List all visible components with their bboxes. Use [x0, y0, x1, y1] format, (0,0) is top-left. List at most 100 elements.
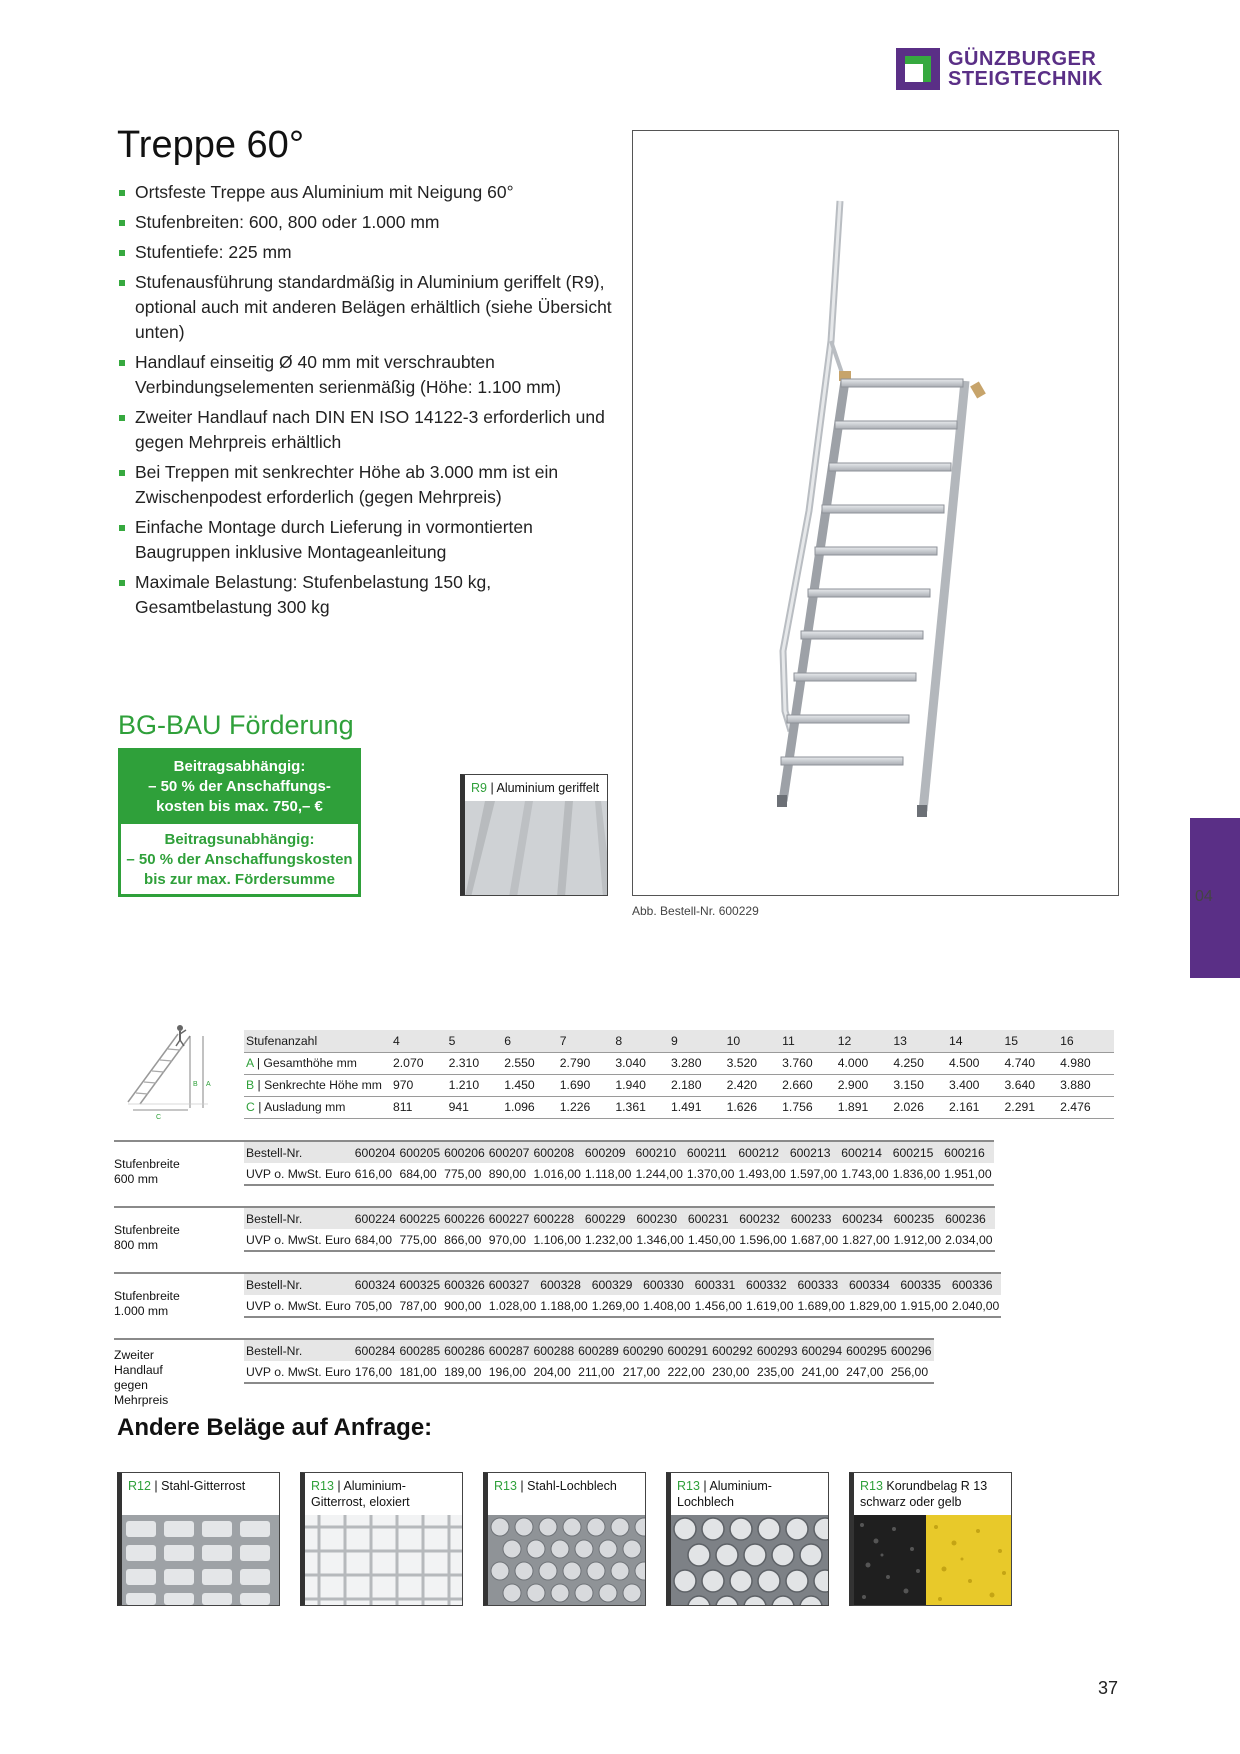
- spec-cell: 941: [446, 1096, 503, 1119]
- price-cell: 196,00: [486, 1361, 532, 1384]
- price-group-label-line: Stufenbreite 1.000 mm: [114, 1289, 180, 1318]
- price-cell: 1.188,00: [538, 1295, 590, 1318]
- feature-item: Bei Treppen mit senkrechter Höhe ab 3.00…: [117, 460, 617, 510]
- order-number-cell: 600329: [589, 1272, 642, 1295]
- chapter-number: 04: [1195, 888, 1213, 905]
- swatch-code: R13: [311, 1479, 334, 1493]
- price-cell: 1.912,00: [891, 1229, 944, 1252]
- swatch-name-line2: Lochblech: [677, 1495, 734, 1509]
- swatch-name-line2: schwarz oder gelb: [860, 1495, 962, 1509]
- order-number-cell: 600224: [352, 1206, 398, 1229]
- brand-name: GÜNZBURGER STEIGTECHNIK: [948, 49, 1103, 89]
- price-cell: 900,00: [442, 1295, 487, 1318]
- order-number-cell: 600206: [442, 1140, 487, 1163]
- spec-cell: 970: [391, 1074, 447, 1097]
- spec-row-name: | Gesamthöhe mm: [253, 1056, 357, 1070]
- price-cell: 787,00: [397, 1295, 443, 1318]
- spec-cell: 5: [446, 1030, 503, 1053]
- swatch-label: R12 | Stahl-Gitterrost: [128, 1478, 245, 1494]
- swatch-r9: R9 | Aluminium geriffelt: [460, 774, 608, 896]
- diagram-label-b: B: [193, 1081, 198, 1088]
- brand-line-1: GÜNZBURGER: [948, 48, 1097, 70]
- order-number-cell: 600234: [840, 1206, 892, 1229]
- feature-item: Stufentiefe: 225 mm: [117, 240, 617, 265]
- price-cell: 1.269,00: [589, 1295, 642, 1318]
- spec-cell: 2.180: [668, 1074, 725, 1097]
- price-cell: 1.456,00: [692, 1295, 745, 1318]
- order-number-cell: 600285: [397, 1338, 443, 1361]
- spec-cell: 1.361: [613, 1096, 669, 1119]
- order-number-cell: 600213: [787, 1140, 840, 1163]
- order-number-cell: 600229: [582, 1206, 635, 1229]
- bgbau-top-line: – 50 % der Anschaffungs-: [148, 778, 331, 795]
- order-number-cell: 600205: [397, 1140, 443, 1163]
- swatch-name: Korundbelag R 13: [882, 1479, 988, 1493]
- order-number-cell: 600335: [898, 1272, 950, 1295]
- spec-cell: 1.210: [446, 1074, 503, 1097]
- spec-cell: 3.040: [613, 1052, 669, 1075]
- price-row-label: UVP o. MwSt. Euro: [244, 1163, 353, 1186]
- price-cell: 1.829,00: [846, 1295, 899, 1318]
- feature-item: Ortsfeste Treppe aus Aluminium mit Neigu…: [117, 180, 617, 205]
- order-number-cell: 600333: [795, 1272, 847, 1295]
- brand-line-2: STEIGTECHNIK: [948, 68, 1103, 90]
- spec-row-name: | Ausladung mm: [254, 1100, 346, 1114]
- order-number-cell: 600214: [839, 1140, 891, 1163]
- other-coverings-title: Andere Beläge auf Anfrage:: [117, 1414, 433, 1441]
- product-photo: [632, 130, 1119, 896]
- order-number-cell: 600225: [397, 1206, 443, 1229]
- spec-row-name: | Senkrechte Höhe mm: [254, 1078, 382, 1092]
- spec-cell: 16: [1058, 1030, 1114, 1053]
- price-cell: 217,00: [620, 1361, 666, 1384]
- price-cell: 684,00: [352, 1229, 398, 1252]
- swatch-texture: [854, 1515, 1011, 1605]
- swatch-label: R13 | Aluminium-Lochblech: [677, 1478, 772, 1510]
- spec-cell: 2.900: [835, 1074, 892, 1097]
- spec-cell: 4.000: [835, 1052, 892, 1075]
- price-cell: 1.619,00: [744, 1295, 796, 1318]
- price-cell: 2.040,00: [949, 1295, 1002, 1318]
- order-number-cell: 600233: [788, 1206, 841, 1229]
- spec-cell: 8: [613, 1030, 669, 1053]
- bgbau-top-line: Beitragsabhängig:: [173, 758, 306, 775]
- swatch-label: R13 | Aluminium-Gitterrost, eloxiert: [311, 1478, 410, 1510]
- chapter-tab[interactable]: [1190, 818, 1240, 978]
- price-cell: 705,00: [352, 1295, 398, 1318]
- spec-cell: 2.420: [724, 1074, 781, 1097]
- feature-item: Maximale Belastung: Stufenbelastung 150 …: [117, 570, 617, 620]
- price-cell: 775,00: [397, 1229, 443, 1252]
- spec-row-label: Stufenanzahl: [244, 1030, 391, 1053]
- spec-cell: 2.026: [891, 1096, 947, 1119]
- price-row-label: UVP o. MwSt. Euro: [244, 1295, 353, 1318]
- swatch-code: R13: [677, 1479, 700, 1493]
- spec-cell: 12: [835, 1030, 892, 1053]
- order-number-cell: 600290: [620, 1338, 666, 1361]
- order-number-cell: 600325: [397, 1272, 443, 1295]
- swatch-name: | Aluminium-: [333, 1479, 406, 1493]
- order-number-cell: 600216: [942, 1140, 994, 1163]
- order-number-cell: 600227: [486, 1206, 532, 1229]
- swatch-code: R9: [471, 781, 487, 795]
- price-group-label-line: Stufenbreite 600 mm: [114, 1157, 180, 1186]
- order-number-cell: 600287: [486, 1338, 532, 1361]
- order-number-cell: 600231: [685, 1206, 738, 1229]
- price-cell: 176,00: [352, 1361, 398, 1384]
- dimension-diagram: B A C: [118, 1022, 238, 1122]
- spec-cell: 4.500: [946, 1052, 1003, 1075]
- price-row-label: UVP o. MwSt. Euro: [244, 1229, 353, 1252]
- price-cell: 1.687,00: [788, 1229, 841, 1252]
- price-cell: 235,00: [754, 1361, 800, 1384]
- spec-cell: 2.660: [780, 1074, 836, 1097]
- price-cell: 1.450,00: [685, 1229, 738, 1252]
- bgbau-bottom-line: – 50 % der Anschaffungskosten: [126, 851, 353, 868]
- order-number-cell: 600207: [486, 1140, 532, 1163]
- stair-illustration: [777, 200, 986, 817]
- spec-row-label: B | Senkrechte Höhe mm: [244, 1074, 391, 1097]
- price-cell: 1.408,00: [641, 1295, 693, 1318]
- order-number-cell: 600332: [744, 1272, 796, 1295]
